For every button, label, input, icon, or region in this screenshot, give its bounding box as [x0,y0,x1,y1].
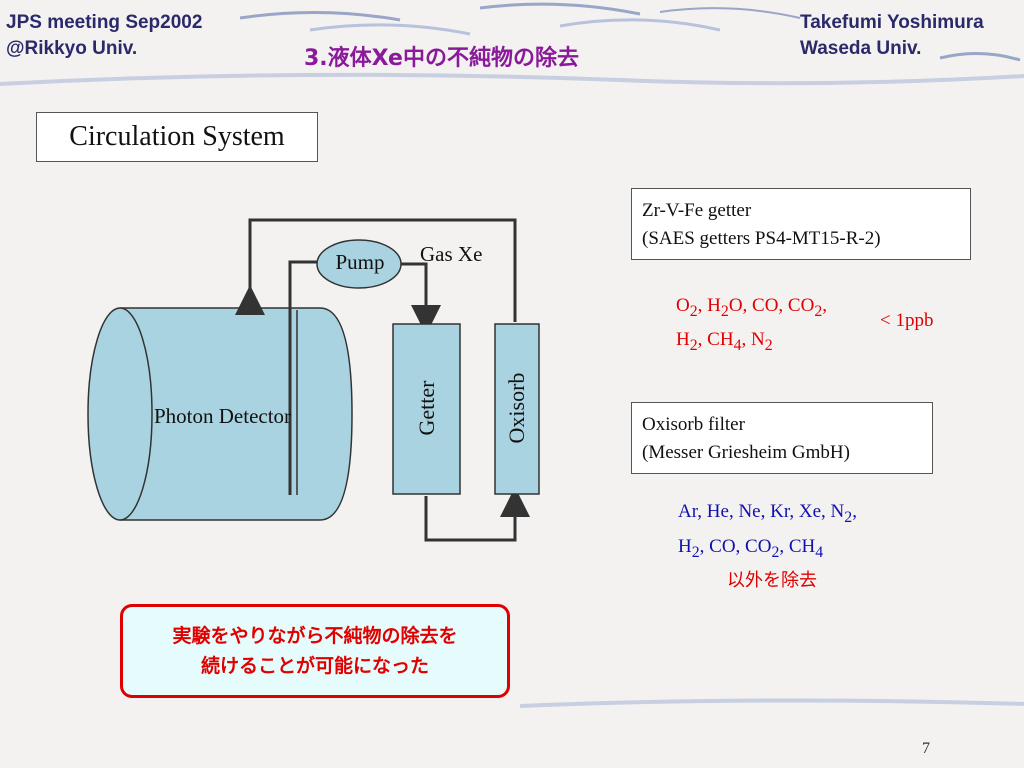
oxisorb-removes-line1: Ar, He, Ne, Kr, Xe, N2, [678,501,857,526]
conclusion-line2: 続けることが可能になった [200,655,429,677]
oxisorb-removes-note: 以外を除去 [727,570,817,591]
oxisorb-removes: Ar, He, Ne, Kr, Xe, N2, H2, CO, CO2, CH4 [678,497,857,567]
page-number: 7 [922,740,930,757]
getter-removes-line2: H2, CH4, N2 [676,328,773,354]
getter-box [392,323,461,495]
getter-removes: O2, H2O, CO, CO2, H2, CH4, N2 [676,292,827,360]
slide-title: 3.液体Xe中の不純物の除去 [304,46,579,71]
pump-label: Pump [335,250,385,274]
header-affiliation: Waseda Univ. [800,38,922,59]
oxisorb-info-box: Oxisorb filter (Messer Griesheim GmbH) [631,402,933,474]
oxisorb-info-maker: (Messer Griesheim GmbH) [642,442,850,463]
header-author: Takefumi Yoshimura [800,12,984,33]
getter-info-name: Zr-V-Fe getter [642,200,752,221]
getter-info-box: Zr-V-Fe getter (SAES getters PS4-MT15-R-… [631,188,971,260]
header-venue: @Rikkyo Univ. [6,38,138,59]
gas-label: Gas Xe [420,242,483,266]
header-decoration [0,2,1024,86]
pump-ellipse [316,239,402,289]
section-label: Circulation System [36,112,318,162]
detector-cylinder [87,307,353,521]
detector-label: Photon Detector [154,404,292,428]
footer-decoration [519,698,1024,708]
getter-removes-level: < 1ppb [880,310,934,331]
getter-removes-line1: O2, H2O, CO, CO2, [676,295,827,320]
oxisorb-removes-line2: H2, CO, CO2, CH4 [678,535,824,561]
oxisorb-info-name: Oxisorb filter [642,414,745,435]
getter-info-model: (SAES getters PS4-MT15-R-2) [642,228,881,249]
header-meeting: JPS meeting Sep2002 [6,12,203,33]
conclusion-box: 実験をやりながら不純物の除去を 続けることが可能になった [120,604,510,698]
oxisorb-label: Oxisorb [504,372,529,444]
oxisorb-box [494,323,540,495]
conclusion-line1: 実験をやりながら不純物の除去を [172,625,458,647]
getter-label: Getter [414,380,439,436]
